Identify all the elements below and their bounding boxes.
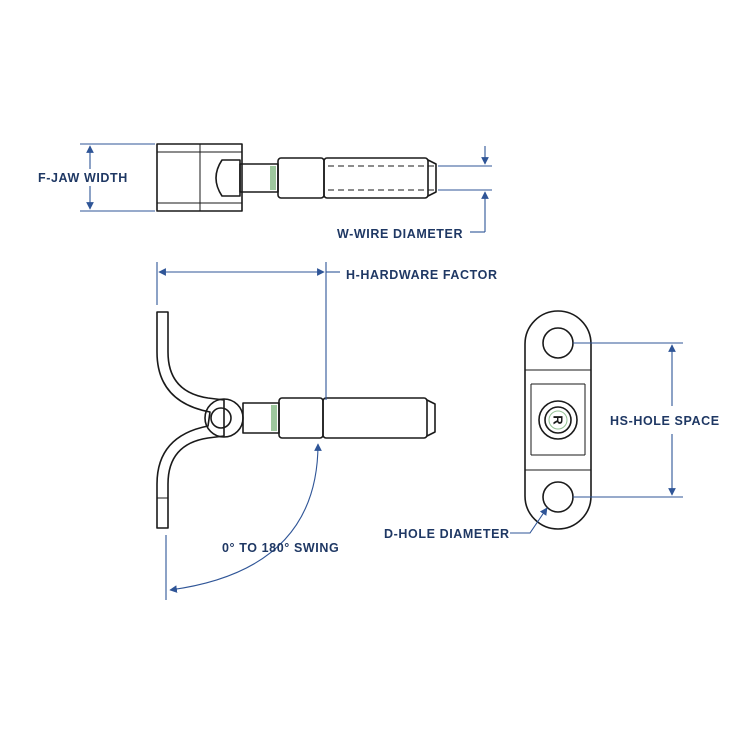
barrel-sleeve: [323, 157, 429, 199]
jaw-width-label: F-JAW WIDTH: [38, 171, 128, 185]
swing-dimension: 0° TO 180° SWING: [165, 443, 339, 600]
hole-diameter-label: D-HOLE DIAMETER: [384, 527, 510, 541]
swivel-boss-inner: [544, 406, 572, 434]
mounting-plate: [524, 310, 592, 530]
barrel-body: [277, 157, 325, 199]
plate-view-assembly: R: [524, 310, 592, 530]
neck-band: [270, 166, 276, 190]
hardware-factor-dimension: H-HARDWARE FACTOR: [156, 262, 498, 400]
swivel-boss-ring: [548, 410, 568, 430]
front-neck-band: [271, 405, 277, 431]
upper-hole: [542, 327, 574, 359]
swing-arc: [169, 443, 322, 593]
jaw-width-dimension: F-JAW WIDTH: [38, 143, 155, 212]
swivel-head: [215, 159, 241, 197]
hole-diameter-leader: [510, 507, 548, 534]
front-barrel-sleeve: [322, 397, 428, 439]
swing-label: 0° TO 180° SWING: [222, 541, 339, 555]
wire-diameter-dimension: W-WIRE DIAMETER: [337, 146, 492, 241]
bracket-mark: R: [551, 415, 566, 425]
front-barrel-body: [278, 397, 324, 439]
swivel-pin: [210, 407, 232, 429]
hole-space-label: HS-HOLE SPACE: [610, 414, 720, 428]
barrel-tip: [427, 159, 437, 197]
wire-diameter-label: W-WIRE DIAMETER: [337, 227, 463, 241]
hole-space-dimension: HS-HOLE SPACE: [573, 342, 720, 498]
top-view-assembly: [156, 143, 437, 212]
front-barrel-tip: [426, 399, 436, 437]
hardware-factor-label: H-HARDWARE FACTOR: [346, 268, 498, 282]
front-view-assembly: [156, 311, 436, 529]
curved-bracket: [156, 311, 225, 529]
lower-hole: [542, 481, 574, 513]
swivel-boss-outer: [538, 400, 578, 440]
hole-diameter-dimension: D-HOLE DIAMETER: [384, 507, 548, 541]
